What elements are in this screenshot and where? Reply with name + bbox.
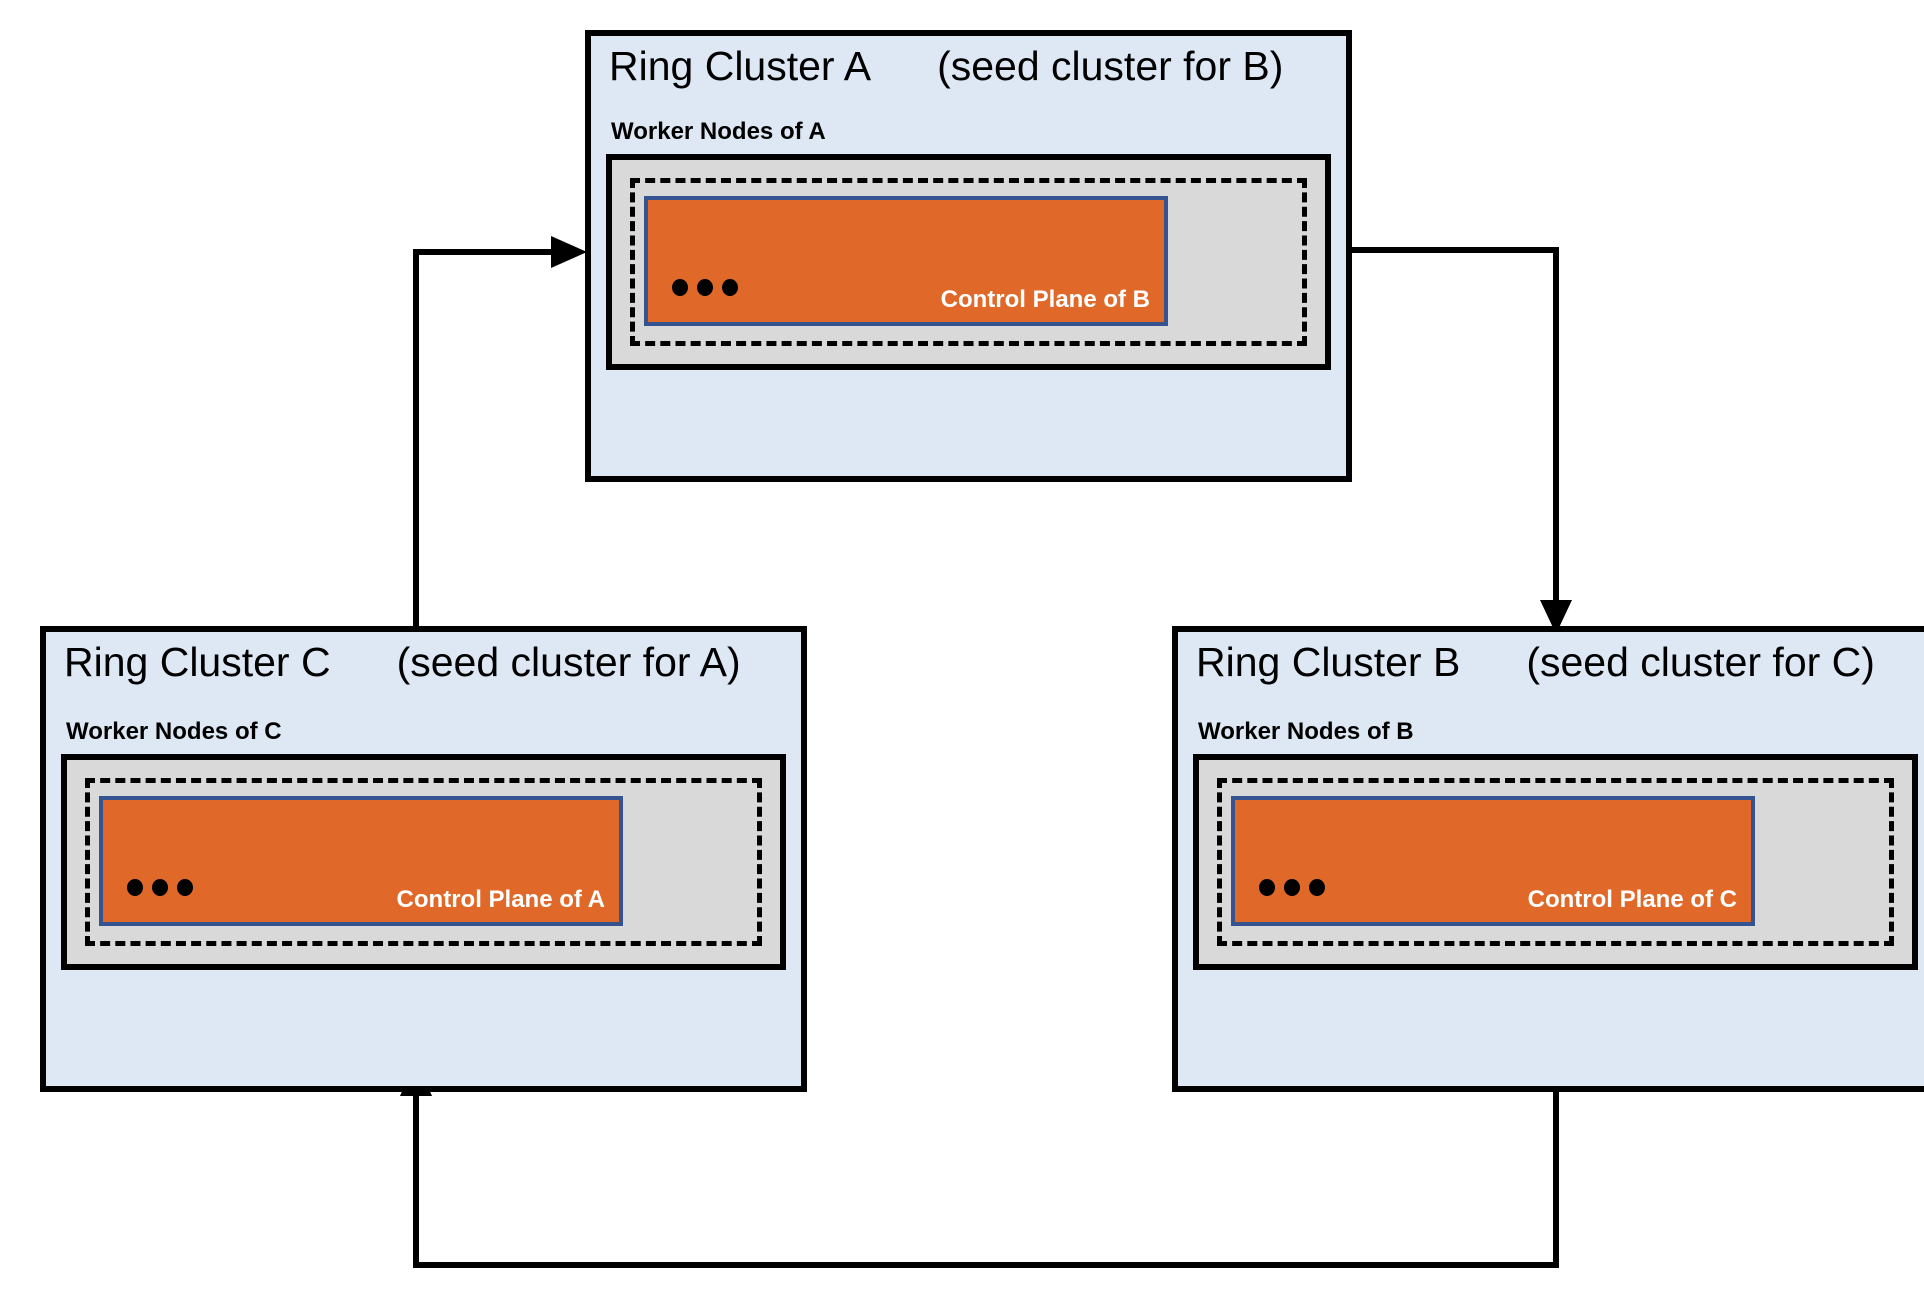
cluster-c[interactable]: Ring Cluster C (seed cluster for A) Worke… <box>40 626 807 1092</box>
arrow-c-to-a <box>413 236 587 626</box>
cluster-b-worker-nodes-box[interactable]: Control Plane of C <box>1193 754 1918 970</box>
cluster-a-ellipsis-dots <box>672 279 738 296</box>
cluster-a-worker-label: Worker Nodes of A <box>611 118 826 145</box>
cluster-b-title-name: Ring Cluster B <box>1196 639 1461 685</box>
cluster-c-worker-label: Worker Nodes of C <box>66 718 282 745</box>
cluster-c-worker-nodes-box[interactable]: Control Plane of A <box>61 754 786 970</box>
cluster-b-control-plane-label: Control Plane of C <box>1527 886 1737 913</box>
cluster-c-ellipsis-dots <box>127 879 193 896</box>
cluster-a-seed-note: (seed cluster for B) <box>937 43 1284 89</box>
cluster-a-control-plane-box[interactable]: Control Plane of B <box>644 196 1168 326</box>
cluster-a[interactable]: Ring Cluster A (seed cluster for B) Worke… <box>585 30 1352 482</box>
cluster-a-title: Ring Cluster A (seed cluster for B) <box>609 46 1283 87</box>
cluster-b[interactable]: Ring Cluster B (seed cluster for C) Worke… <box>1172 626 1924 1092</box>
cluster-c-dashed-boundary <box>85 778 762 946</box>
cluster-c-title-name: Ring Cluster C <box>64 639 331 685</box>
cluster-c-control-plane-box[interactable]: Control Plane of A <box>99 796 623 926</box>
cluster-b-dashed-boundary <box>1217 778 1894 946</box>
cluster-b-ellipsis-dots <box>1259 879 1325 896</box>
cluster-b-title: Ring Cluster B (seed cluster for C) <box>1196 642 1875 683</box>
cluster-a-title-name: Ring Cluster A <box>609 43 872 89</box>
cluster-a-dashed-boundary <box>630 178 1307 346</box>
cluster-c-seed-note: (seed cluster for A) <box>396 639 741 685</box>
cluster-c-control-plane-label: Control Plane of A <box>396 886 605 913</box>
cluster-b-seed-note: (seed cluster for C) <box>1526 639 1875 685</box>
cluster-c-title: Ring Cluster C (seed cluster for A) <box>64 642 741 683</box>
cluster-a-worker-nodes-box[interactable]: Control Plane of B <box>606 154 1331 370</box>
cluster-b-worker-label: Worker Nodes of B <box>1198 718 1414 745</box>
arrow-a-to-b <box>1352 247 1572 634</box>
cluster-b-control-plane-box[interactable]: Control Plane of C <box>1231 796 1755 926</box>
cluster-a-control-plane-label: Control Plane of B <box>940 286 1150 313</box>
